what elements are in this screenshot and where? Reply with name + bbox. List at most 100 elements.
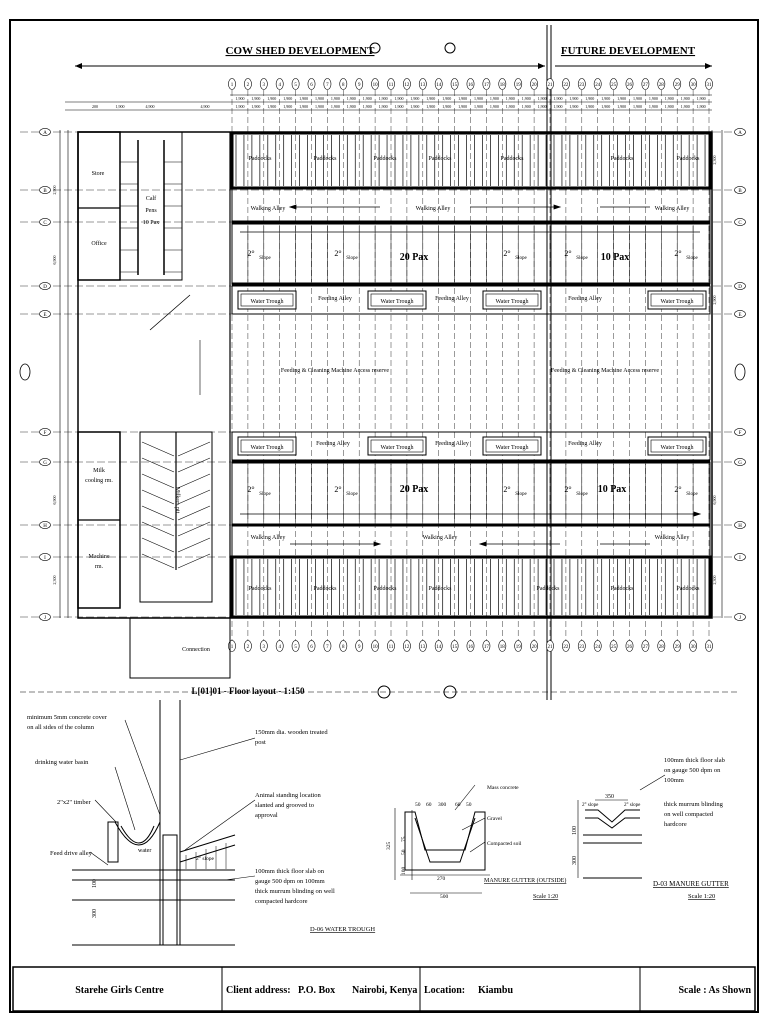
band-label: Slope — [686, 492, 698, 497]
label-calf-pens-3: 10 Pax — [143, 220, 160, 226]
row-bubble: H — [39, 521, 51, 529]
mo-dim-9: 75 — [401, 836, 407, 842]
wt-note-2: on all sides of the column — [27, 724, 95, 731]
row-bubble: G — [39, 458, 51, 466]
dim-label: 1,900 — [347, 96, 356, 102]
svg-text:27: 27 — [643, 83, 649, 88]
svg-text:21: 21 — [548, 83, 554, 88]
grid-bubble: 5 — [291, 640, 300, 652]
wt-dim-300: 300 — [92, 909, 98, 918]
label-milk-cooling-1: Milk — [93, 468, 105, 474]
wt-slope: 2° slope — [196, 855, 214, 862]
svg-text:8: 8 — [342, 83, 345, 88]
building-outline — [77, 131, 713, 619]
wt-note-13: thick murrum blinding on well — [255, 888, 335, 895]
band-label: 2° — [564, 249, 571, 258]
svg-text:16: 16 — [468, 645, 474, 650]
band-label: Paddocks — [677, 156, 701, 162]
band-label: Slope — [576, 492, 588, 497]
band-label: Slope — [346, 256, 358, 261]
dim-label: 1,900 — [331, 104, 340, 110]
band-label: Paddocks — [429, 586, 453, 592]
grid-bubble: 15 — [450, 640, 459, 652]
svg-text:18: 18 — [500, 83, 506, 88]
svg-text:5: 5 — [294, 645, 297, 650]
dim-label: 1,900 — [251, 96, 260, 102]
dim-label: 1,900 — [506, 96, 515, 102]
svg-text:G: G — [738, 461, 742, 466]
mg-note-1: 100mm thick floor slab — [664, 757, 725, 764]
mg-note-5: on well compacted — [664, 811, 714, 818]
dim-label: 1,900 — [267, 104, 276, 110]
wt-note-10: approval — [255, 812, 278, 819]
label-milking-pit: Milkers pit — [174, 487, 180, 514]
svg-text:2: 2 — [247, 645, 250, 650]
svg-text:24: 24 — [595, 645, 601, 650]
grid-bubble: 19 — [514, 640, 523, 652]
dim-label: 1,900 — [522, 104, 531, 110]
row-bubble: B — [734, 186, 746, 194]
mo-note-2: Gravel — [487, 816, 502, 822]
dim-label: 1,900 — [522, 96, 531, 102]
row-bubble: C — [39, 218, 51, 226]
detail-water-trough — [72, 700, 256, 946]
grid-bubble: 29 — [673, 640, 682, 652]
svg-text:A: A — [738, 131, 742, 136]
dim-label: 1,900 — [617, 96, 626, 102]
svg-text:24: 24 — [595, 83, 601, 88]
grid-bubble: 6 — [307, 640, 316, 652]
grid-bubble: 9 — [355, 78, 364, 90]
grid-bubble: 1 — [228, 78, 236, 90]
dim-label: 2,300 — [712, 576, 718, 585]
grid-bubble: 11 — [387, 640, 395, 652]
svg-text:17: 17 — [484, 83, 490, 88]
svg-text:4: 4 — [278, 645, 281, 650]
wt-inner-label: water — [138, 848, 151, 854]
alley-arrows — [240, 204, 702, 547]
band-label: Feeding Alley — [568, 296, 602, 302]
dim-label: 200 — [92, 104, 98, 109]
band-label: Slope — [515, 492, 527, 497]
grid-bubble: 2 — [243, 78, 252, 90]
mg-dim-2: 100 — [572, 826, 578, 835]
svg-text:Water Trough: Water Trough — [660, 299, 693, 305]
band-label: Slope — [576, 256, 588, 261]
dim-label: 1,900 — [665, 104, 674, 110]
svg-text:E: E — [738, 313, 741, 318]
grid-bubble: 24 — [593, 640, 602, 652]
svg-text:16: 16 — [468, 83, 474, 88]
grid-bubble: 12 — [402, 78, 411, 90]
water-trough: Water Trough — [237, 290, 297, 310]
label-connection: Connection — [182, 647, 210, 653]
svg-text:3: 3 — [263, 83, 266, 88]
band-label: 20 Pax — [400, 252, 429, 263]
mo-dim-11: 500 — [440, 894, 449, 900]
grid-bubble: 25 — [609, 640, 618, 652]
wt-note-5: Feed drive alley — [50, 850, 93, 857]
dim-label: 1,900 — [474, 104, 483, 110]
title-block-scale: Scale : As Shown — [678, 984, 751, 996]
sheet-border — [9, 19, 759, 1013]
label-office: Office — [91, 240, 107, 247]
dim-label: 6,900 — [52, 256, 58, 265]
grid-bubble: 3 — [259, 78, 268, 90]
mg-note-6: hardcore — [664, 821, 687, 828]
band-label: 2° — [674, 485, 681, 494]
section-headings: COW SHED DEVELOPMENT FUTURE DEVELOPMENT — [75, 42, 712, 69]
dim-label: 1,900 — [458, 96, 467, 102]
grid-bubble: 16 — [466, 640, 475, 652]
band-label: Slope — [686, 256, 698, 261]
dim-label: 1,900 — [617, 104, 626, 110]
dim-label: 1,900 — [697, 96, 706, 102]
dim-label: 1,900 — [331, 96, 340, 102]
svg-text:7: 7 — [326, 83, 329, 88]
band-label: 2° — [334, 249, 341, 258]
grid-bubble: 20 — [530, 640, 538, 652]
svg-text:Water Trough: Water Trough — [660, 445, 693, 451]
wt-note-8: Animal standing location — [255, 792, 321, 799]
band-label: Feeding Alley — [435, 441, 469, 447]
grid-bubble: 27 — [641, 640, 650, 652]
dim-label: 1,900 — [649, 104, 658, 110]
water-trough: Water Trough — [647, 290, 707, 310]
